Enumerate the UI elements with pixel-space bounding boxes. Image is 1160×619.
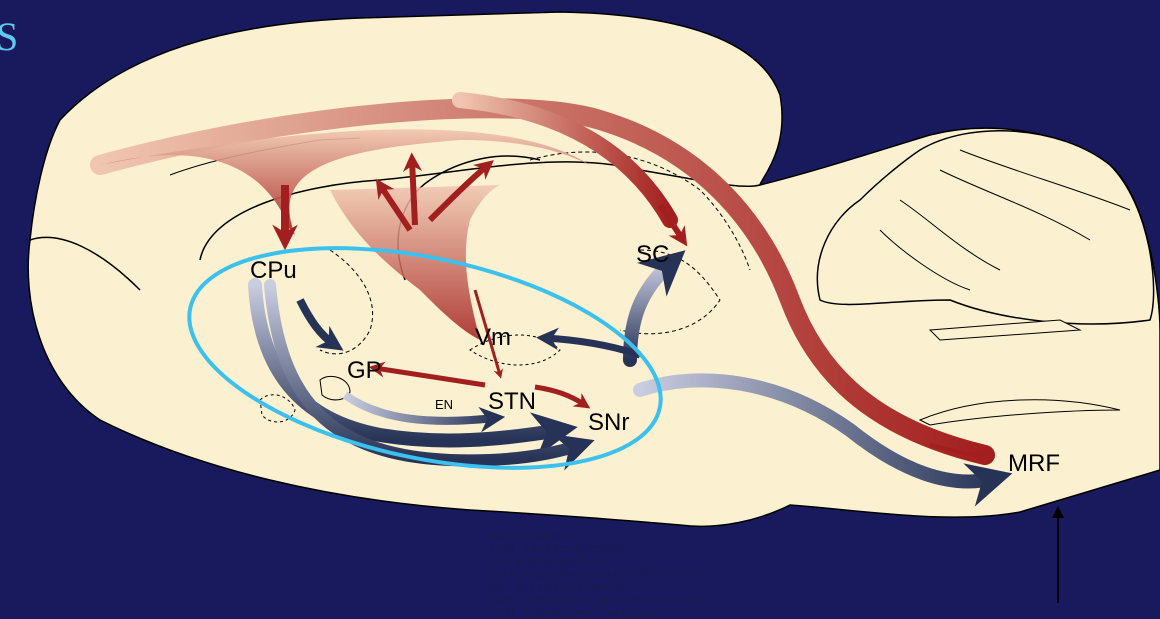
thalamo-arrow-2 xyxy=(412,160,415,225)
slide-title-fragment: S xyxy=(0,14,18,59)
label-vm: Vm xyxy=(475,324,511,351)
abbreviation-line: CPu, caudate putamen xyxy=(490,543,627,555)
label-stn: STN xyxy=(488,388,536,415)
label-gp: GP xyxy=(347,357,382,384)
abbreviation-line: STN, subthalamic nucleus xyxy=(490,608,647,619)
label-en: EN xyxy=(435,397,453,412)
label-mrf: MRF xyxy=(1008,450,1060,477)
label-cpu: CPu xyxy=(250,257,297,284)
abbreviation-line: SNr, substantia nigra pars reticulata xyxy=(490,595,709,607)
abbreviation-line: GP, globus pallidus xyxy=(490,556,606,568)
label-sc: SC xyxy=(636,241,669,268)
abbreviations-title: Abbreviations xyxy=(490,530,572,542)
abbreviation-line: MRF, medullary reticular formation xyxy=(490,569,698,581)
label-snr: SNr xyxy=(588,409,629,436)
abbreviation-line: SC, superior colliculus xyxy=(490,582,626,594)
